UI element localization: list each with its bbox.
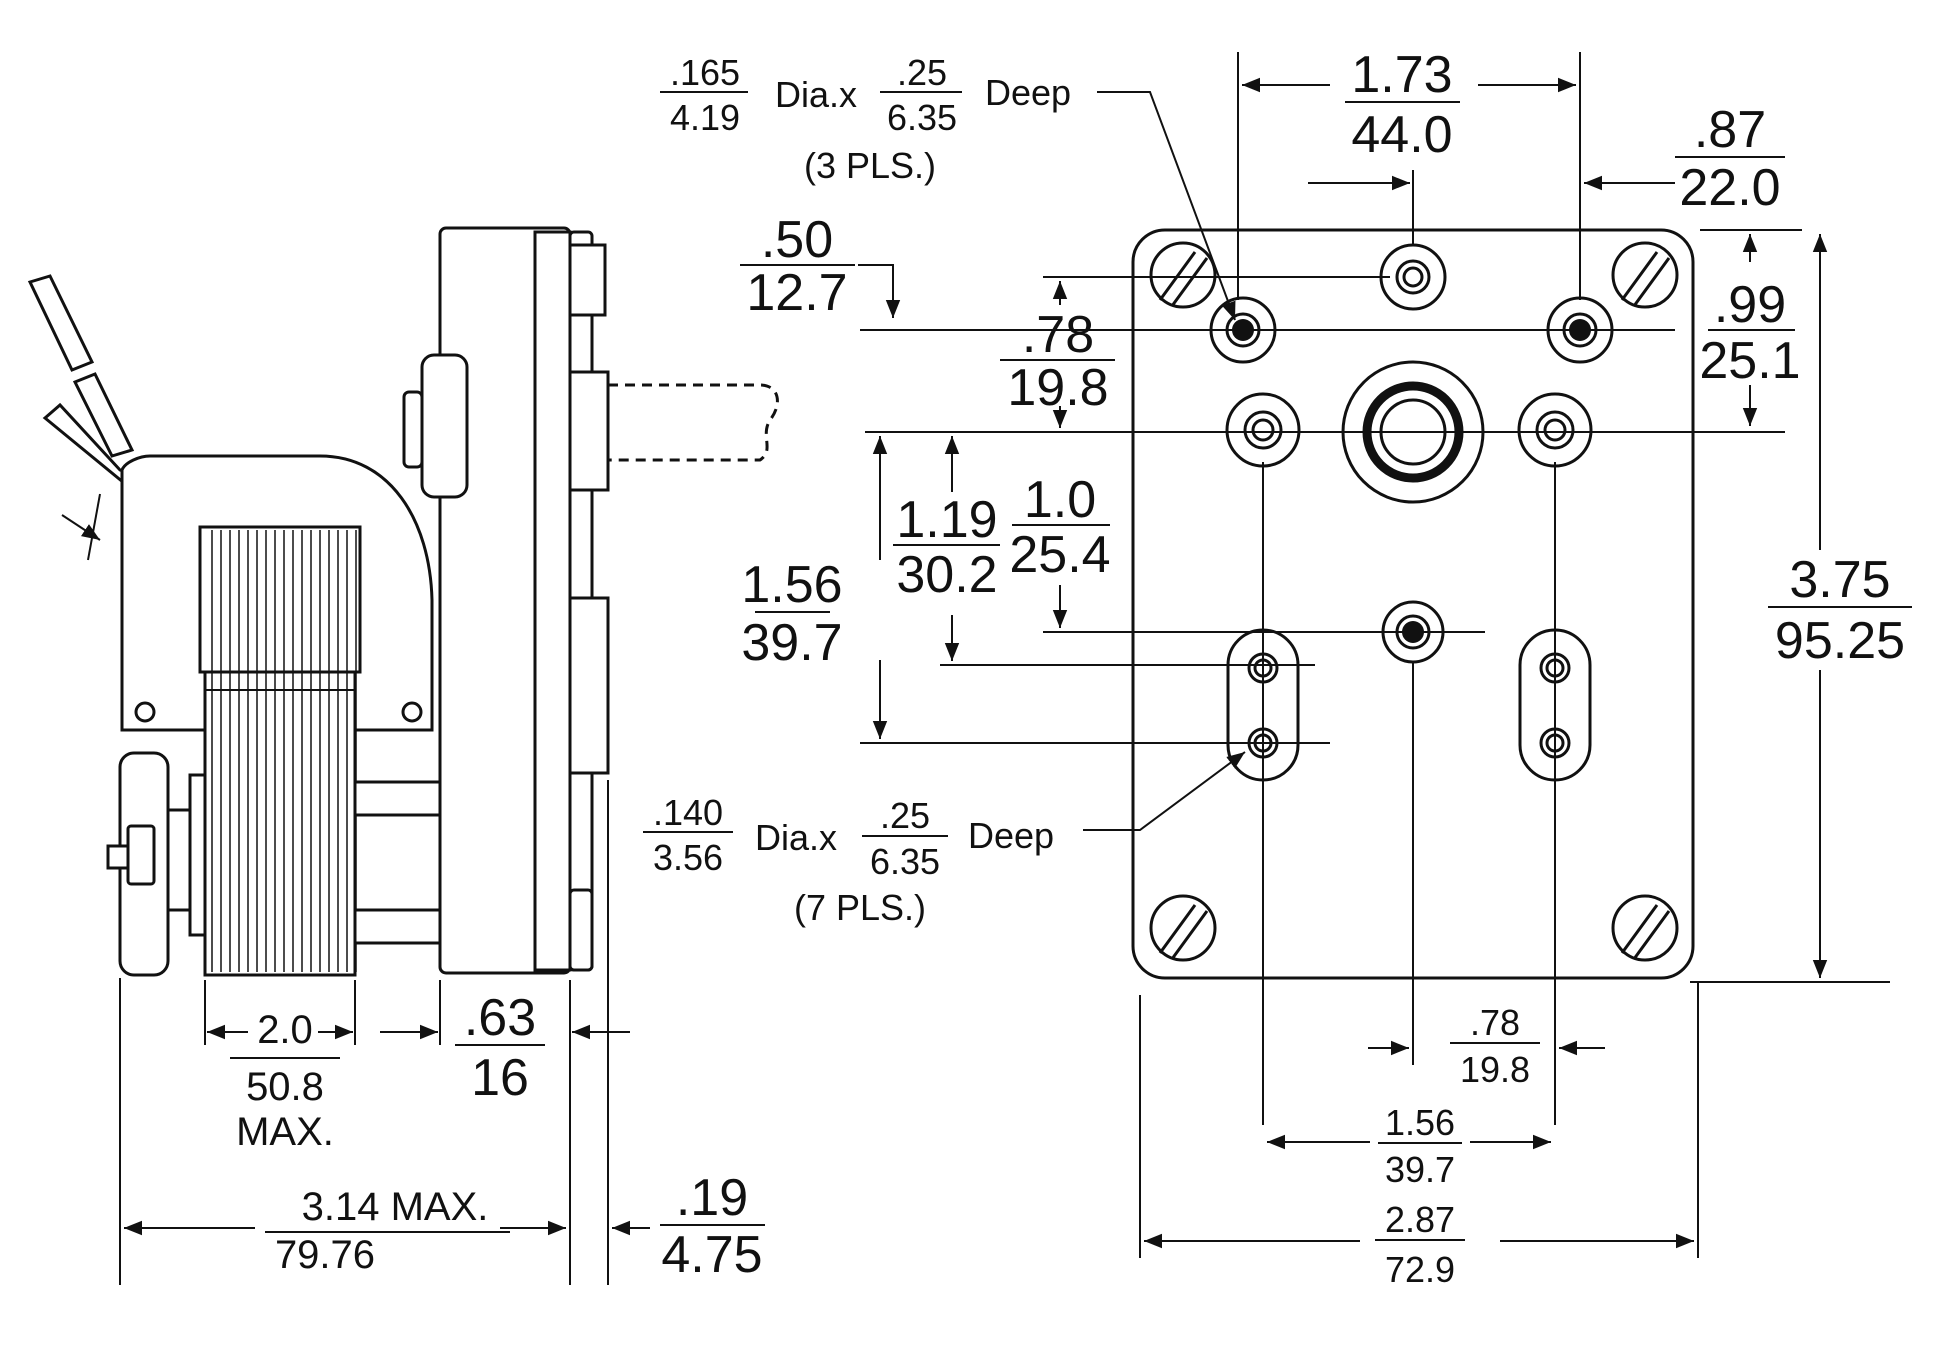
callout-bot-depth-in: .25	[880, 795, 930, 836]
callout-bot-dia-mm: 3.56	[653, 837, 723, 878]
spacer-bottom	[353, 908, 442, 945]
output-shaft-lower	[568, 596, 610, 775]
dim-1.56-h-in: 1.56	[1385, 1102, 1455, 1143]
corner-screw-icon	[1611, 894, 1679, 962]
dim-1.19-mm: 30.2	[896, 546, 997, 604]
dim-1.56-v-mm: 39.7	[741, 614, 842, 672]
dim-2.87-in: 2.87	[1385, 1199, 1455, 1240]
dim-1.73-in: 1.73	[1351, 46, 1452, 104]
dim-1.0-mm: 25.4	[1009, 526, 1110, 584]
dim-1.0-in: 1.0	[1024, 471, 1096, 529]
dim-.87-mm: 22.0	[1679, 159, 1780, 217]
motor-shaft-lower	[188, 773, 207, 937]
callout-top-depth-mm: 6.35	[887, 97, 957, 138]
bracket-screw	[134, 701, 156, 723]
dim-.50-mm: 12.7	[746, 264, 847, 322]
dim-3.75-mm: 95.25	[1775, 612, 1905, 670]
corner-screw-icon	[1611, 241, 1679, 309]
output-shaft-upper	[568, 243, 607, 317]
dim-.63-mm: 16	[471, 1049, 529, 1107]
dim-.19-mm: 4.75	[661, 1226, 762, 1284]
dim-.87-in: .87	[1694, 101, 1766, 159]
callout-bot-mid: Dia.x	[755, 817, 837, 858]
dim-.50-in: .50	[761, 211, 833, 269]
callout-top-dia-in: .165	[670, 52, 740, 93]
dim-1.73-mm: 44.0	[1351, 106, 1452, 164]
dim-3.14-mm: 79.76	[275, 1233, 375, 1277]
gearbox-flange	[533, 230, 572, 972]
corner-screw-icon	[1149, 894, 1217, 962]
callout-top-qty: (3 PLS.)	[804, 145, 936, 186]
callout-bot-deep: Deep	[968, 815, 1054, 856]
hub-nut	[126, 824, 156, 886]
dim-.19-in: .19	[676, 1169, 748, 1227]
callout-top-dia-mm: 4.19	[670, 97, 740, 138]
dim-.78-bottom-mm: 19.8	[1460, 1049, 1530, 1090]
hub-bolt	[106, 844, 130, 870]
dim-2.0-in: 2.0	[257, 1008, 313, 1052]
dim-.78-bottom-in: .78	[1470, 1002, 1520, 1043]
dim-.78-row-mm: 19.8	[1007, 359, 1108, 417]
side-view	[27, 226, 779, 977]
callout-bot-dia-in: .140	[653, 792, 723, 833]
output-shaft-phantom	[608, 383, 779, 462]
dim-2.0-note: MAX.	[236, 1110, 334, 1154]
side-boss-cap	[402, 390, 424, 469]
bracket-screw	[401, 701, 423, 723]
dim-.63-in: .63	[464, 989, 536, 1047]
callout-top-deep: Deep	[985, 72, 1071, 113]
mounting-hole-top-center	[1379, 243, 1447, 311]
dim-2.87-mm: 72.9	[1385, 1249, 1455, 1290]
dim-.78-row-in: .78	[1022, 306, 1094, 364]
dim-1.19-in: 1.19	[896, 491, 997, 549]
lead-wires	[27, 274, 147, 495]
dim-.99-mm: 25.1	[1699, 332, 1800, 390]
dim-2.0-mm: 50.8	[246, 1065, 324, 1109]
front-view-dimensions: .165 4.19 Dia.x .25 6.35 Deep (3 PLS.) .…	[643, 46, 1912, 1290]
callout-top-depth-in: .25	[897, 52, 947, 93]
dim-1.56-v-in: 1.56	[741, 556, 842, 614]
callout-bot-depth-mm: 6.35	[870, 841, 940, 882]
side-view-dimensions: 2.0 50.8 MAX. .63 16 3.14 MAX. 79.76 .19…	[61, 493, 765, 1285]
output-shaft-tip	[568, 888, 594, 972]
spacer-top	[353, 780, 442, 817]
dim-1.56-h-mm: 39.7	[1385, 1149, 1455, 1190]
side-boss	[420, 353, 469, 499]
boss-left	[1225, 392, 1301, 468]
dim-3.75-in: 3.75	[1789, 551, 1890, 609]
dim-.99-in: .99	[1714, 276, 1786, 334]
dim-3.14-in: 3.14 MAX.	[302, 1185, 489, 1229]
callout-bot-qty: (7 PLS.)	[794, 887, 926, 928]
callout-top-mid: Dia.x	[775, 74, 857, 115]
output-hub	[568, 370, 610, 492]
motor-coil	[198, 525, 362, 977]
boss-right	[1517, 392, 1593, 468]
